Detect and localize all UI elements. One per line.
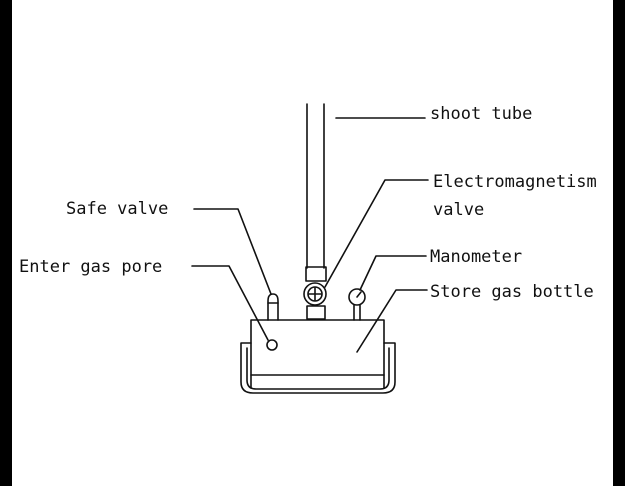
leader-manometer [359,255,427,291]
safe-valve [267,293,279,321]
label-safe-valve: Safe valve [66,199,168,219]
store-gas-bottle [240,319,396,394]
label-manometer: Manometer [430,247,522,267]
label-enter-gas-pore: Enter gas pore [19,257,162,277]
enter-gas-pore [266,339,278,351]
diagram-background [12,0,613,486]
shoot-tube [306,103,325,269]
manometer [348,288,366,321]
label-shoot-tube: shoot tube [430,104,532,124]
label-electromagnetism-line2: valve [433,200,484,220]
leader-lines [191,117,429,353]
electromagnetism-valve [303,266,327,320]
leader-enter-gas-pore [191,265,269,341]
label-store-gas-bottle: Store gas bottle [430,282,594,302]
leader-electromagnetism [324,179,429,288]
label-electromagnetism-line1: Electromagnetism [433,172,597,192]
leader-safe-valve [193,208,272,295]
leader-store-gas-bottle [356,289,428,353]
